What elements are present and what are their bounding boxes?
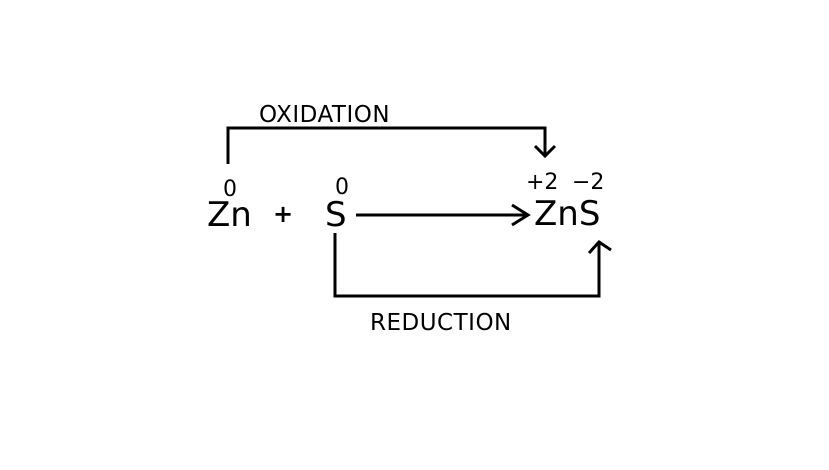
reduction-label: REDUCTION [370,310,512,336]
oxidation-label: OXIDATION [259,102,391,128]
reactant-s: S [325,195,347,235]
product-s-oxidation-state: −2 [572,170,605,195]
reduction-bracket [333,233,601,298]
oxidation-arrowhead [533,144,557,159]
reaction-arrowhead [511,203,531,227]
product-zn-oxidation-state: +2 [526,170,559,195]
zn-oxidation-state: 0 [223,177,237,202]
product-zns: ZnS [534,194,601,234]
s-oxidation-state: 0 [335,175,349,200]
reactant-zn: Zn [207,195,252,235]
oxidation-bracket [226,126,547,164]
plus-sign: + [273,200,294,228]
reduction-arrowhead [587,240,612,255]
